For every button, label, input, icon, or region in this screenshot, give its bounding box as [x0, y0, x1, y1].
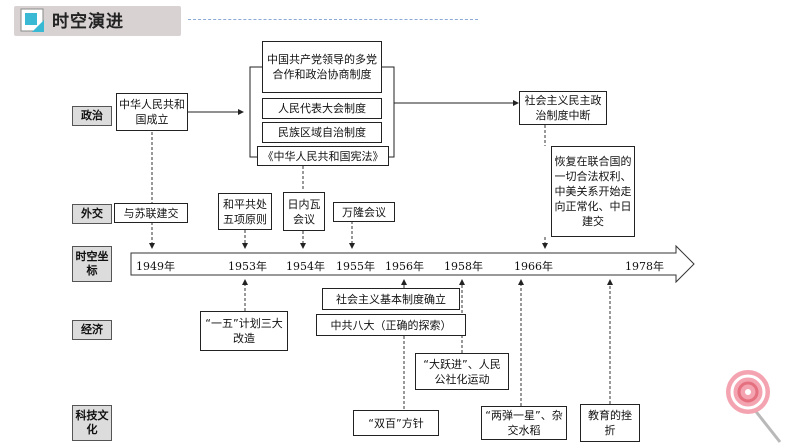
category-diplomacy: 外交: [72, 204, 112, 224]
category-politics: 政治: [72, 106, 112, 126]
timeline-arrow: [130, 244, 695, 284]
title-icon: [20, 8, 44, 32]
event-bandung: 万隆会议: [333, 202, 395, 222]
page-title: 时空演进: [52, 12, 124, 32]
event-cppcc: 中国共产党领导的多党合作和政治协商制度: [262, 41, 382, 93]
event-five-year-plan: “一五”计划三大改造: [200, 311, 288, 351]
event-interrupt: 社会主义民主政治制度中断: [519, 91, 607, 125]
category-economy: 经济: [72, 320, 112, 340]
event-geneva: 日内瓦会议: [283, 192, 325, 231]
event-double-hundred: “双百”方针: [353, 410, 439, 436]
event-un: 恢复在联合国的一切合法权利、中美关系开始走向正常化、中日建交: [551, 146, 635, 237]
event-autonomy: 民族区域自治制度: [262, 122, 382, 143]
year-label: 1955年: [336, 260, 375, 273]
event-npc: 人民代表大会制度: [262, 98, 382, 119]
decorative-divider: [188, 19, 478, 20]
event-ussr: 与苏联建交: [114, 203, 188, 223]
year-label: 1956年: [385, 260, 424, 273]
year-label: 1958年: [444, 260, 483, 273]
event-education: 教育的挫折: [580, 404, 640, 442]
year-label: 1949年: [136, 260, 175, 273]
event-two-bombs: “两弹一星”、杂交水稻: [481, 406, 567, 440]
lollipop-icon: [726, 370, 782, 443]
event-five-principles: 和平共处五项原则: [218, 193, 272, 230]
year-label: 1978年: [625, 260, 664, 273]
event-founding: 中华人民共和国成立: [116, 93, 188, 131]
year-label: 1954年: [286, 260, 325, 273]
event-constitution: 《中华人民共和国宪法》: [257, 146, 389, 166]
event-great-leap: “大跃进”、人民公社化运动: [415, 353, 509, 390]
year-label: 1953年: [228, 260, 267, 273]
year-label: 1966年: [514, 260, 553, 273]
category-timeline: 时空坐标: [72, 246, 112, 282]
event-socialist-system: 社会主义基本制度确立: [322, 288, 460, 310]
category-culture: 科技文化: [72, 405, 112, 441]
event-eighth-congress: 中共八大（正确的探索）: [316, 314, 466, 336]
